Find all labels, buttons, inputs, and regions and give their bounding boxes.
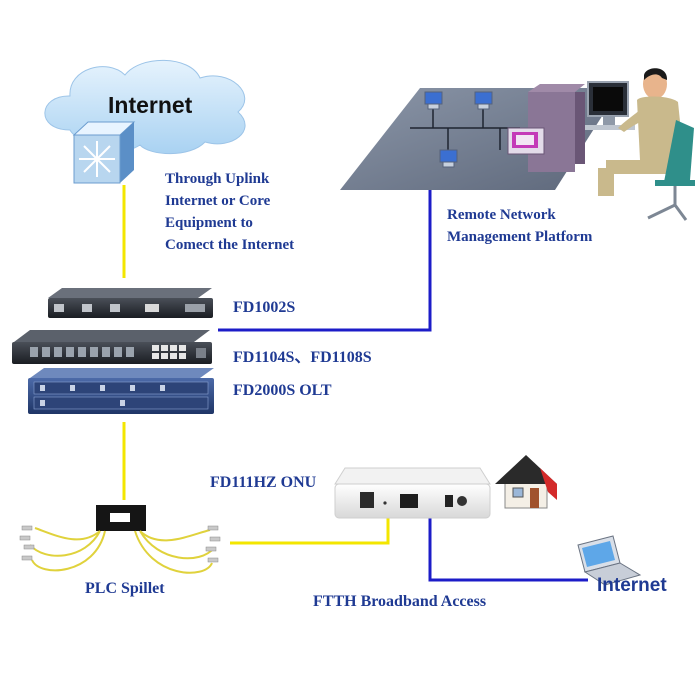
laptop-icon <box>577 535 642 586</box>
house-icon <box>495 455 557 509</box>
core-switch-icon <box>72 121 136 184</box>
onu-device <box>334 467 491 519</box>
uplink-note: Through Uplink Internet or Core Equipmen… <box>165 168 294 256</box>
splitter-onu-fiber <box>230 517 390 545</box>
internet-cloud-label: Internet <box>108 92 193 118</box>
uplink-note-line-2: Internet or Core <box>165 193 271 209</box>
onu-label: FD111HZ ONU <box>210 474 317 491</box>
ftth-label: FTTH Broadband Access <box>313 593 487 610</box>
fiber-links <box>122 185 390 545</box>
pc-1 <box>424 91 443 110</box>
fd1002s-device <box>48 288 213 318</box>
uplink-note-line-1: Through Uplink <box>165 171 270 187</box>
fd1104s-device <box>12 330 212 364</box>
pc-3 <box>439 149 458 168</box>
remote-platform-label: Remote Network Management Platform <box>447 204 592 248</box>
pc-2 <box>474 91 493 110</box>
ethernet-links <box>218 168 588 582</box>
fd1104s-label: FD1104S、FD1108S <box>233 349 372 366</box>
plc-splitter-icon <box>19 505 221 574</box>
uplink-note-line-3: Equipment to <box>165 215 253 231</box>
uplink-note-line-4: Comect the Internet <box>165 237 295 253</box>
fd2000s-olt-device <box>28 368 214 414</box>
onu-laptop-link <box>428 517 588 582</box>
fd1002s-label: FD1002S <box>233 299 296 316</box>
remote-platform-line-1: Remote Network <box>447 207 556 223</box>
server-rack <box>507 84 585 172</box>
laptop-internet-label: Internet <box>597 575 667 596</box>
operator-figure <box>585 68 695 221</box>
splitter-label: PLC Spillet <box>85 580 165 597</box>
remote-platform-line-2: Management Platform <box>447 229 593 245</box>
fd2000s-label: FD2000S OLT <box>233 382 332 399</box>
mgmt-link <box>218 168 432 332</box>
management-platform-icon <box>340 68 695 221</box>
